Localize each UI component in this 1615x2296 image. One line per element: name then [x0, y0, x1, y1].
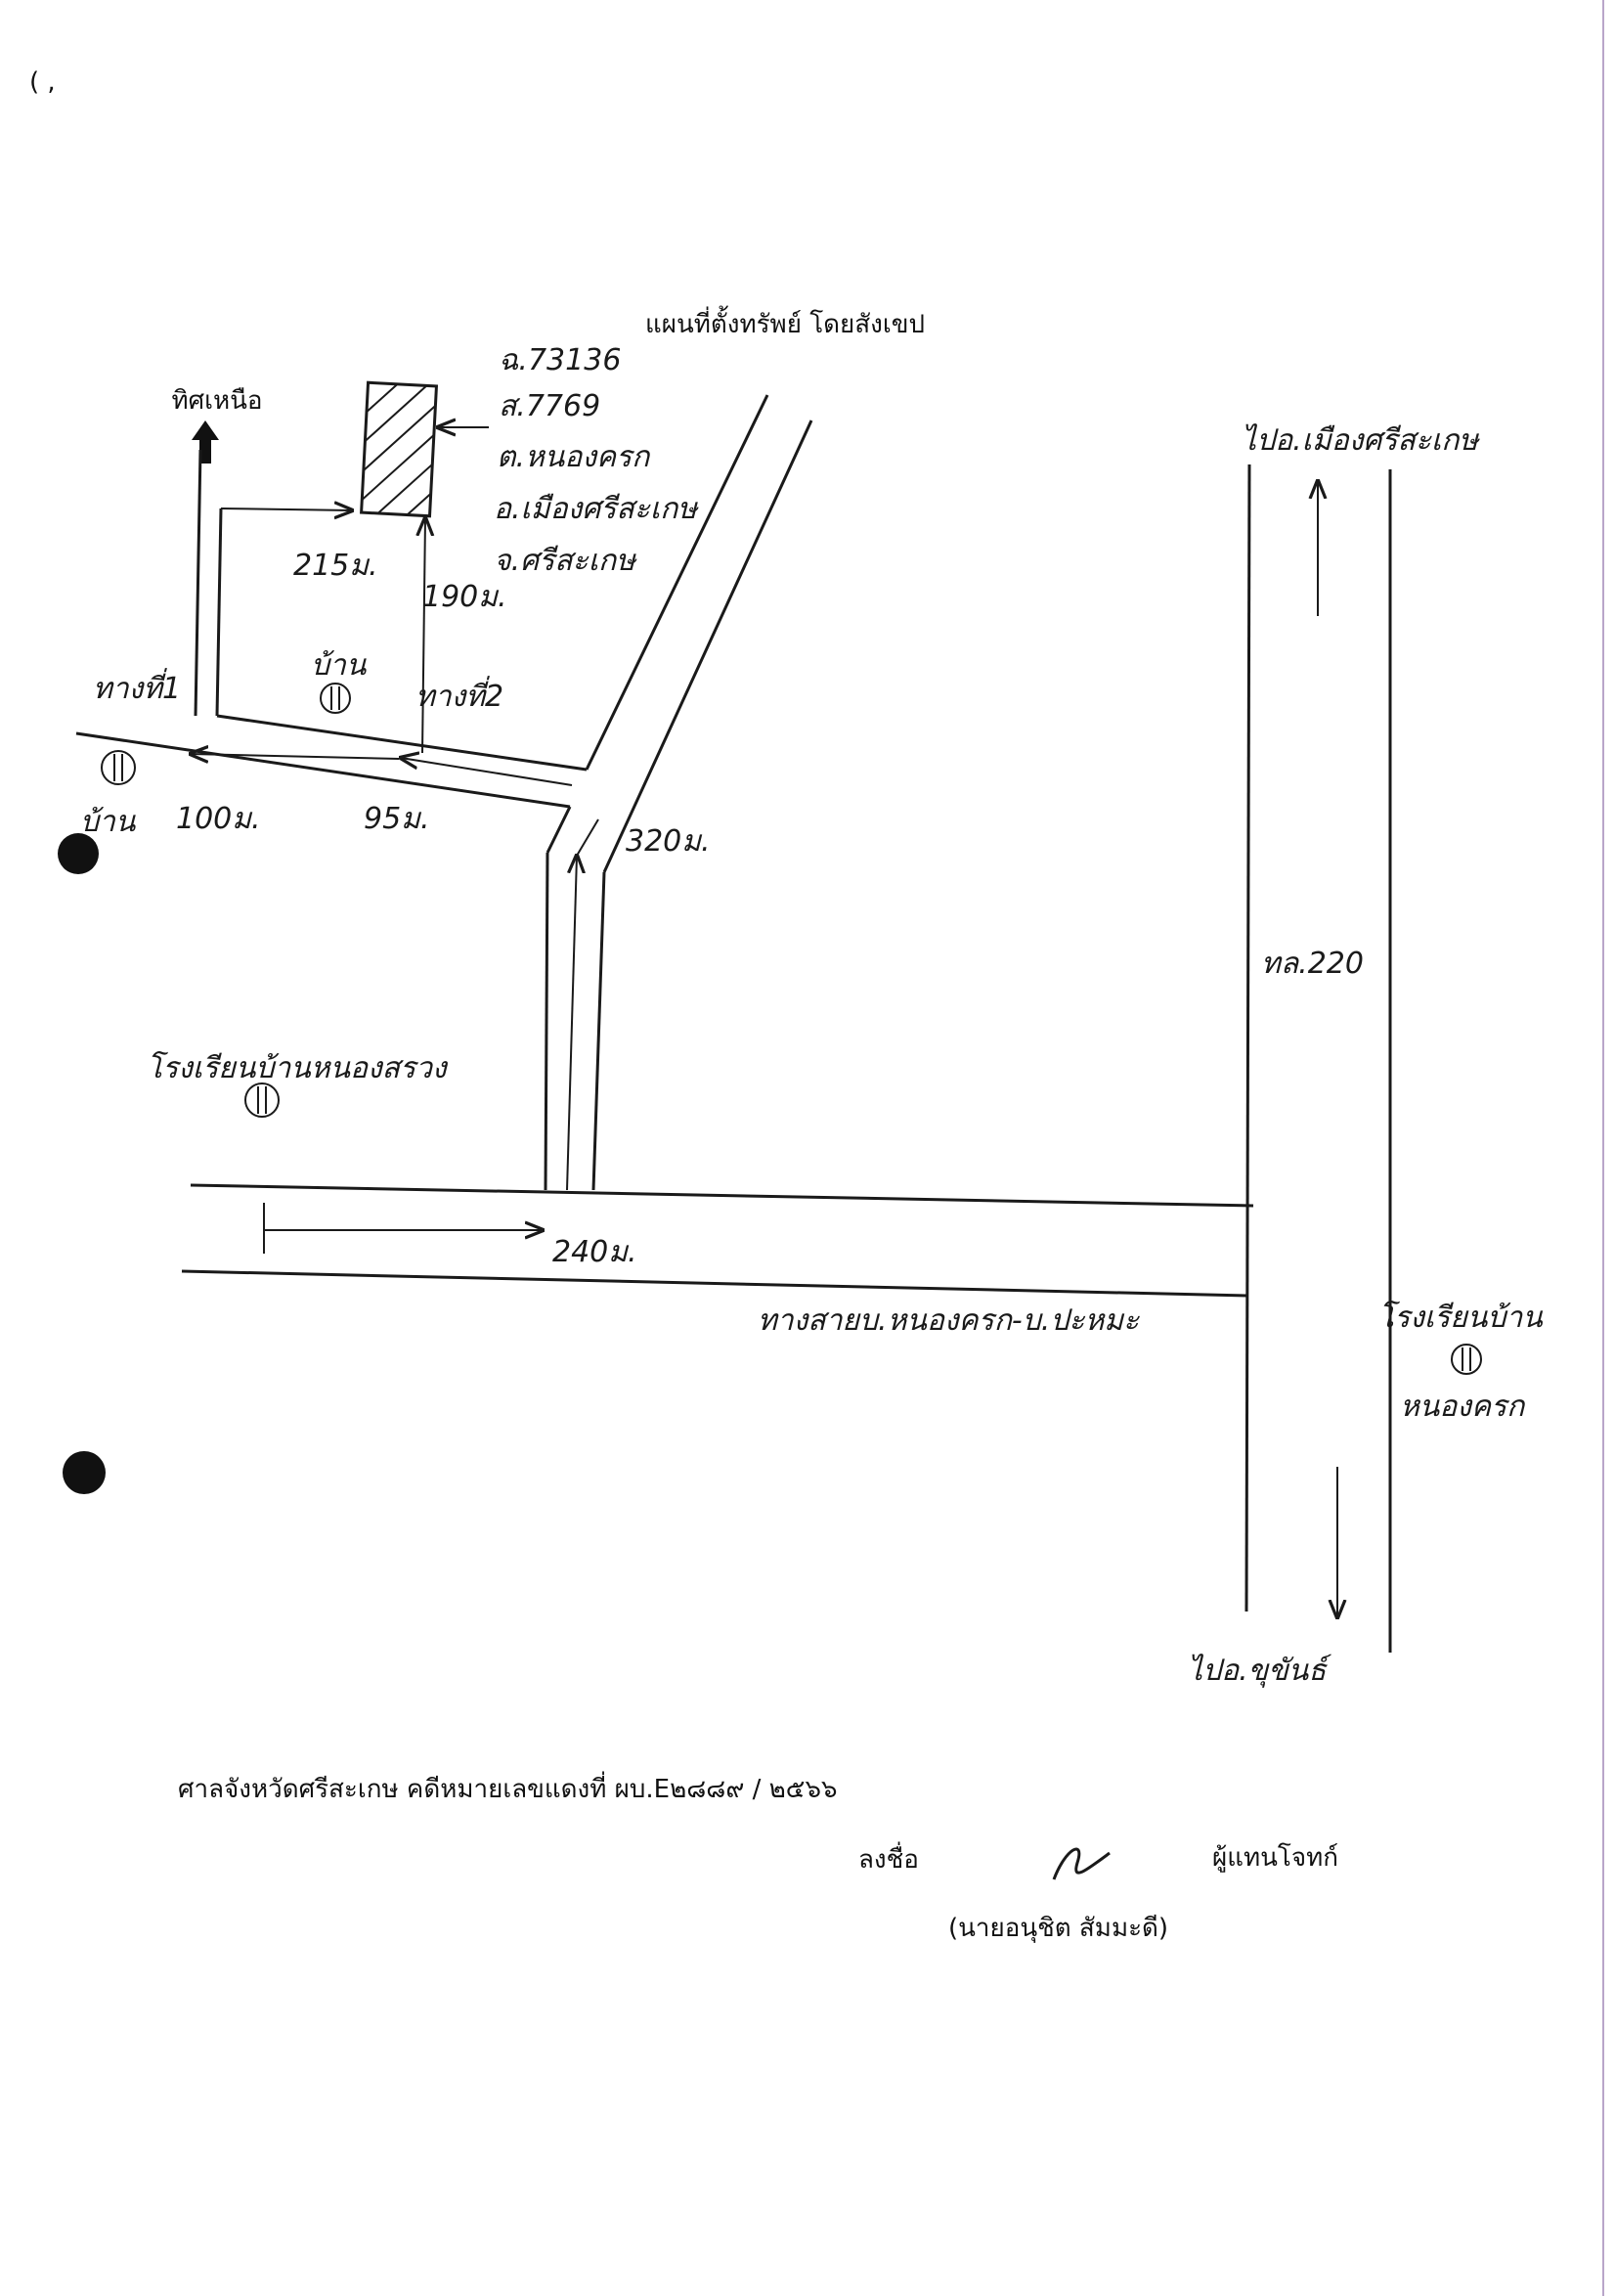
- house-left-icon: [101, 750, 136, 785]
- vertical-road-right: [591, 871, 606, 1191]
- distance-95-label: 95ม.: [364, 802, 430, 836]
- road-2-label: ทางที่2: [415, 676, 503, 714]
- sign-label: ลงชื่อ: [858, 1841, 919, 1875]
- distance-95-arrow: [401, 758, 573, 786]
- court-case-line: ศาลจังหวัดศรีสะเกษ คดีหมายเลขแดงที่ ผบ.E…: [178, 1771, 838, 1804]
- house-label-center: บ้าน: [311, 648, 368, 683]
- house-center-icon: [320, 683, 351, 714]
- north-label: ทิศเหนือ: [171, 386, 262, 416]
- distance-240-label: 240ม.: [552, 1235, 637, 1269]
- school-1-label: โรงเรียนบ้านหนองสรวง: [147, 1050, 449, 1085]
- school-2-icon: [1451, 1344, 1482, 1375]
- punch-hole-top: [58, 833, 99, 874]
- school-2-label-line2: หนองครก: [1400, 1390, 1526, 1424]
- parcel-plot: [360, 380, 439, 518]
- district-label: อ.เมืองศรีสะเกษ: [494, 492, 699, 526]
- distance-320-arrow: [566, 856, 577, 1191]
- diagonal-road-right: [602, 419, 813, 873]
- distance-100-arrow: [191, 754, 400, 759]
- signature-icon: [1052, 1847, 1111, 1880]
- deed-number: ฉ.73136: [499, 343, 621, 377]
- road-1-edge-right: [215, 508, 223, 717]
- road-2-line: [422, 518, 425, 754]
- main-road-top: [190, 1183, 1254, 1208]
- map-title: แผนที่ตั้งทรัพย์ โดยสังเขป: [645, 305, 925, 339]
- main-road-bottom: [181, 1269, 1249, 1298]
- road-1-label: ทางที่1: [93, 668, 181, 706]
- scan-mark: ( ,: [29, 67, 56, 97]
- house-label-left: บ้าน: [80, 805, 137, 839]
- distance-320-label: 320ม.: [626, 824, 711, 859]
- diagonal-road-left: [585, 394, 769, 771]
- subdistrict-label: ต.หนองครก: [497, 440, 651, 474]
- survey-number: ส.7769: [499, 389, 600, 423]
- distance-215-label: 215ม.: [293, 549, 378, 583]
- school-2-label-line1: โรงเรียนบ้าน: [1378, 1300, 1544, 1335]
- horizontal-road-top: [75, 731, 571, 809]
- horizontal-road-bottom: [216, 714, 588, 772]
- distance-190-label: 190ม.: [422, 580, 507, 614]
- parcel-hatching-icon: [361, 383, 437, 516]
- north-arrow-icon: [192, 420, 219, 464]
- distance-215-arrow: [220, 508, 352, 510]
- punch-hole-bottom: [63, 1451, 106, 1494]
- distance-100-label: 100ม.: [176, 802, 261, 836]
- role-label: ผู้แทนโจทก์: [1212, 1842, 1338, 1873]
- rural-road-label: ทางสายบ.หนองครก-บ.ปะหมะ: [758, 1303, 1140, 1338]
- vertical-road-left: [544, 852, 549, 1191]
- highway-label: ทล.220: [1261, 947, 1364, 981]
- school-1-icon: [244, 1082, 280, 1118]
- road-1-edge-left: [194, 449, 202, 717]
- province-label: จ.ศรีสะเกษ: [494, 544, 637, 578]
- to-north-label: ไปอ.เมืองศรีสะเกษ: [1242, 423, 1480, 458]
- to-south-label: ไปอ.ขุขันธ์: [1188, 1654, 1332, 1688]
- highway-left-edge: [1244, 464, 1251, 1612]
- signer-name: (นายอนุชิต สัมมะดี): [948, 1914, 1168, 1943]
